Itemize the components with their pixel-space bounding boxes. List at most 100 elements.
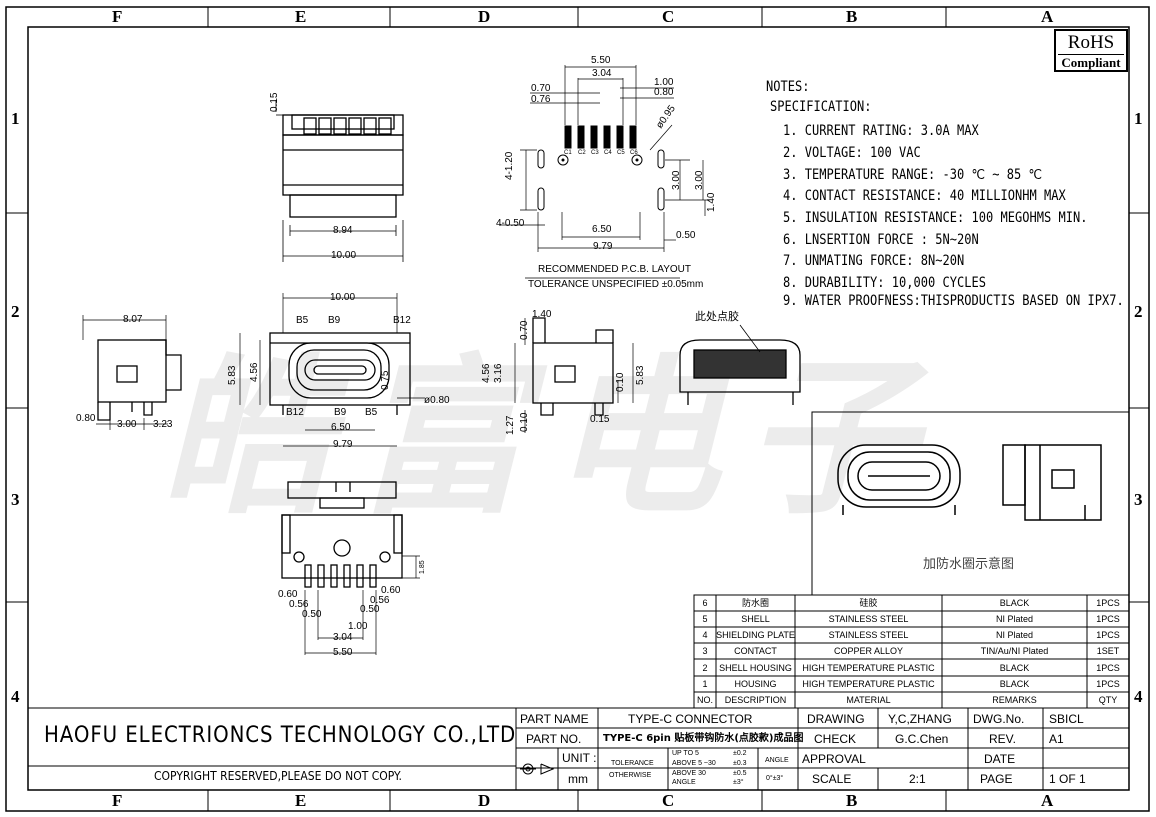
zone-row-4-right: 4 [1134, 687, 1143, 706]
front-dim-1000: 10.00 [330, 292, 356, 303]
note-8: 8. DURABILITY: 10,000 CYCLES [783, 275, 986, 291]
part-name-value: TYPE-C CONNECTOR [628, 712, 753, 726]
check-value: G.C.Chen [895, 732, 949, 746]
front-dim-583: 5.83 [227, 365, 238, 385]
zone-col-a: A [1041, 7, 1054, 26]
approval-label: APPROVAL [802, 752, 866, 766]
bottom-dim-304: 3.04 [333, 632, 353, 643]
tol-value-1: ±0.2 [733, 750, 747, 757]
dwg-value: SBICL [1049, 712, 1084, 726]
bom-header-remarks: REMARKS [992, 695, 1037, 705]
part-no-label: PART NO. [526, 732, 582, 746]
note-3: 3. TEMPERATURE RANGE: -30 ℃ ~ 85 ℃ [783, 167, 1043, 183]
rohs-subtitle: Compliant [1058, 54, 1124, 71]
side-dim-070: 0.70 [519, 320, 530, 340]
copyright-note: COPYRIGHT RESERVED,PLEASE DO NOT COPY. [154, 769, 402, 783]
otherwise-label: OTHERWISE [609, 772, 652, 779]
zone-col-d-bottom: D [478, 791, 491, 810]
front-label-b12b: B12 [286, 407, 304, 418]
glue-label: 此处点胶 [695, 310, 739, 323]
rev-value: A1 [1049, 732, 1064, 746]
zone-row-1-right: 1 [1134, 109, 1143, 128]
waterproof-caption: 加防水圈示意图 [923, 557, 1015, 572]
notes-header: NOTES: [766, 79, 810, 95]
tol-range-4: ANGLE [672, 779, 696, 786]
check-label: CHECK [814, 732, 857, 746]
bottom-dim-050b: 0.50 [360, 604, 380, 615]
note-2: 2. VOLTAGE: 100 VAC [783, 145, 921, 161]
pcb-dim-550: 5.50 [591, 55, 611, 66]
note-7: 7. UNMATING FORCE: 8N~20N [783, 253, 965, 269]
dwg-label: DWG.No. [973, 712, 1025, 726]
part-name-label: PART NAME [520, 712, 589, 726]
unit-value: mm [568, 772, 588, 786]
left-dim-807: 8.07 [123, 314, 143, 325]
angle-value: 0°±3° [766, 775, 784, 782]
rohs-badge: RoHS Compliant [1054, 29, 1128, 72]
watermark: 皓富电子 [160, 340, 941, 538]
bom-row3-qty: 1SET [1096, 646, 1120, 656]
bottom-dim-185: 1.85 [419, 560, 426, 574]
tol-range-2: ABOVE 5 ~30 [672, 760, 716, 767]
bom-row4-remarks: NI Plated [995, 630, 1034, 640]
front-dim-456: 4.56 [249, 362, 260, 382]
pcb-dim-100: 1.00 [654, 77, 674, 88]
left-dim-323: 3.23 [153, 419, 173, 430]
zone-col-c: C [662, 7, 675, 26]
note-1: 1. CURRENT RATING: 3.0A MAX [783, 123, 979, 139]
company-name: HAOFU ELECTRIONCS TECHNOLOGY CO.,LTD [44, 723, 517, 748]
unit-label: UNIT : [562, 751, 597, 765]
side-dim-010a: 0.10 [519, 412, 530, 432]
pcb-dim-140: 1.40 [706, 192, 717, 212]
pcb-pin-c6: C6 [630, 150, 638, 156]
zone-col-a-bottom: A [1041, 791, 1054, 810]
pcb-dim-4050: 4-0.50 [496, 218, 525, 229]
date-label: DATE [984, 752, 1016, 766]
pcb-dim-080: 0.80 [654, 87, 674, 98]
zone-row-3: 3 [11, 490, 20, 509]
front-dim-979: 9.79 [333, 439, 353, 450]
bom-header-material: MATERIAL [846, 695, 891, 705]
zone-row-2-right: 2 [1134, 302, 1143, 321]
drawing-value: Y,C,ZHANG [888, 712, 952, 726]
tol-value-2: ±0.3 [733, 760, 747, 767]
bom-row4-desc: SHIELDING PLATE [716, 630, 795, 640]
front-label-b9: B9 [328, 315, 341, 326]
pcb-pin-c3: C3 [591, 150, 599, 156]
tolerance-label: TOLERANCE [611, 760, 654, 767]
side-dim-316: 3.16 [493, 363, 504, 383]
zone-col-f: F [112, 7, 123, 26]
bottom-dim-050a: 0.50 [302, 609, 322, 620]
page-value: 1 OF 1 [1049, 772, 1086, 786]
front-dim-080: ø0.80 [424, 395, 450, 406]
zone-row-4: 4 [11, 687, 20, 706]
bom-row1-remarks: BLACK [999, 679, 1030, 689]
bom-row4-qty: 1PCS [1096, 630, 1120, 640]
angle-label: ANGLE [765, 757, 789, 764]
pcb-dim-979: 9.79 [593, 241, 613, 252]
front-dim-075: 0.75 [380, 370, 391, 390]
notes-spec: SPECIFICATION: [770, 99, 872, 115]
zone-col-b-bottom: B [846, 791, 858, 810]
note-4: 4. CONTACT RESISTANCE: 40 MILLIONHM MAX [783, 188, 1066, 204]
top-dim-015: 0.15 [269, 92, 280, 112]
bom-row1-no: 1 [702, 679, 708, 689]
bom-row6-desc: 防水圈 [741, 598, 769, 608]
zone-col-e: E [295, 7, 307, 26]
side-dim-456: 4.56 [481, 363, 492, 383]
bom-row6-no: 6 [702, 598, 708, 608]
bom-row2-no: 2 [702, 663, 708, 673]
tol-range-1: UP TO 5 [672, 750, 699, 757]
bom-row5-material: STAINLESS STEEL [828, 614, 909, 624]
pcb-pin-c1: C1 [564, 150, 572, 156]
bom-row3-remarks: TIN/Au/NI Plated [980, 646, 1049, 656]
bom-row6-qty: 1PCS [1096, 598, 1120, 608]
front-label-b12: B12 [393, 315, 411, 326]
bottom-dim-056b: 0.56 [370, 595, 390, 606]
scale-value: 2:1 [909, 772, 926, 786]
part-no-value: TYPE-C 6pin 贴板带钩防水(点胶款)成品图 [603, 733, 804, 744]
bom-row1-qty: 1PCS [1096, 679, 1120, 689]
pcb-dim-4120: 4-1.20 [504, 151, 515, 180]
pcb-dim-650: 6.50 [592, 224, 612, 235]
front-label-b9b: B9 [334, 407, 347, 418]
